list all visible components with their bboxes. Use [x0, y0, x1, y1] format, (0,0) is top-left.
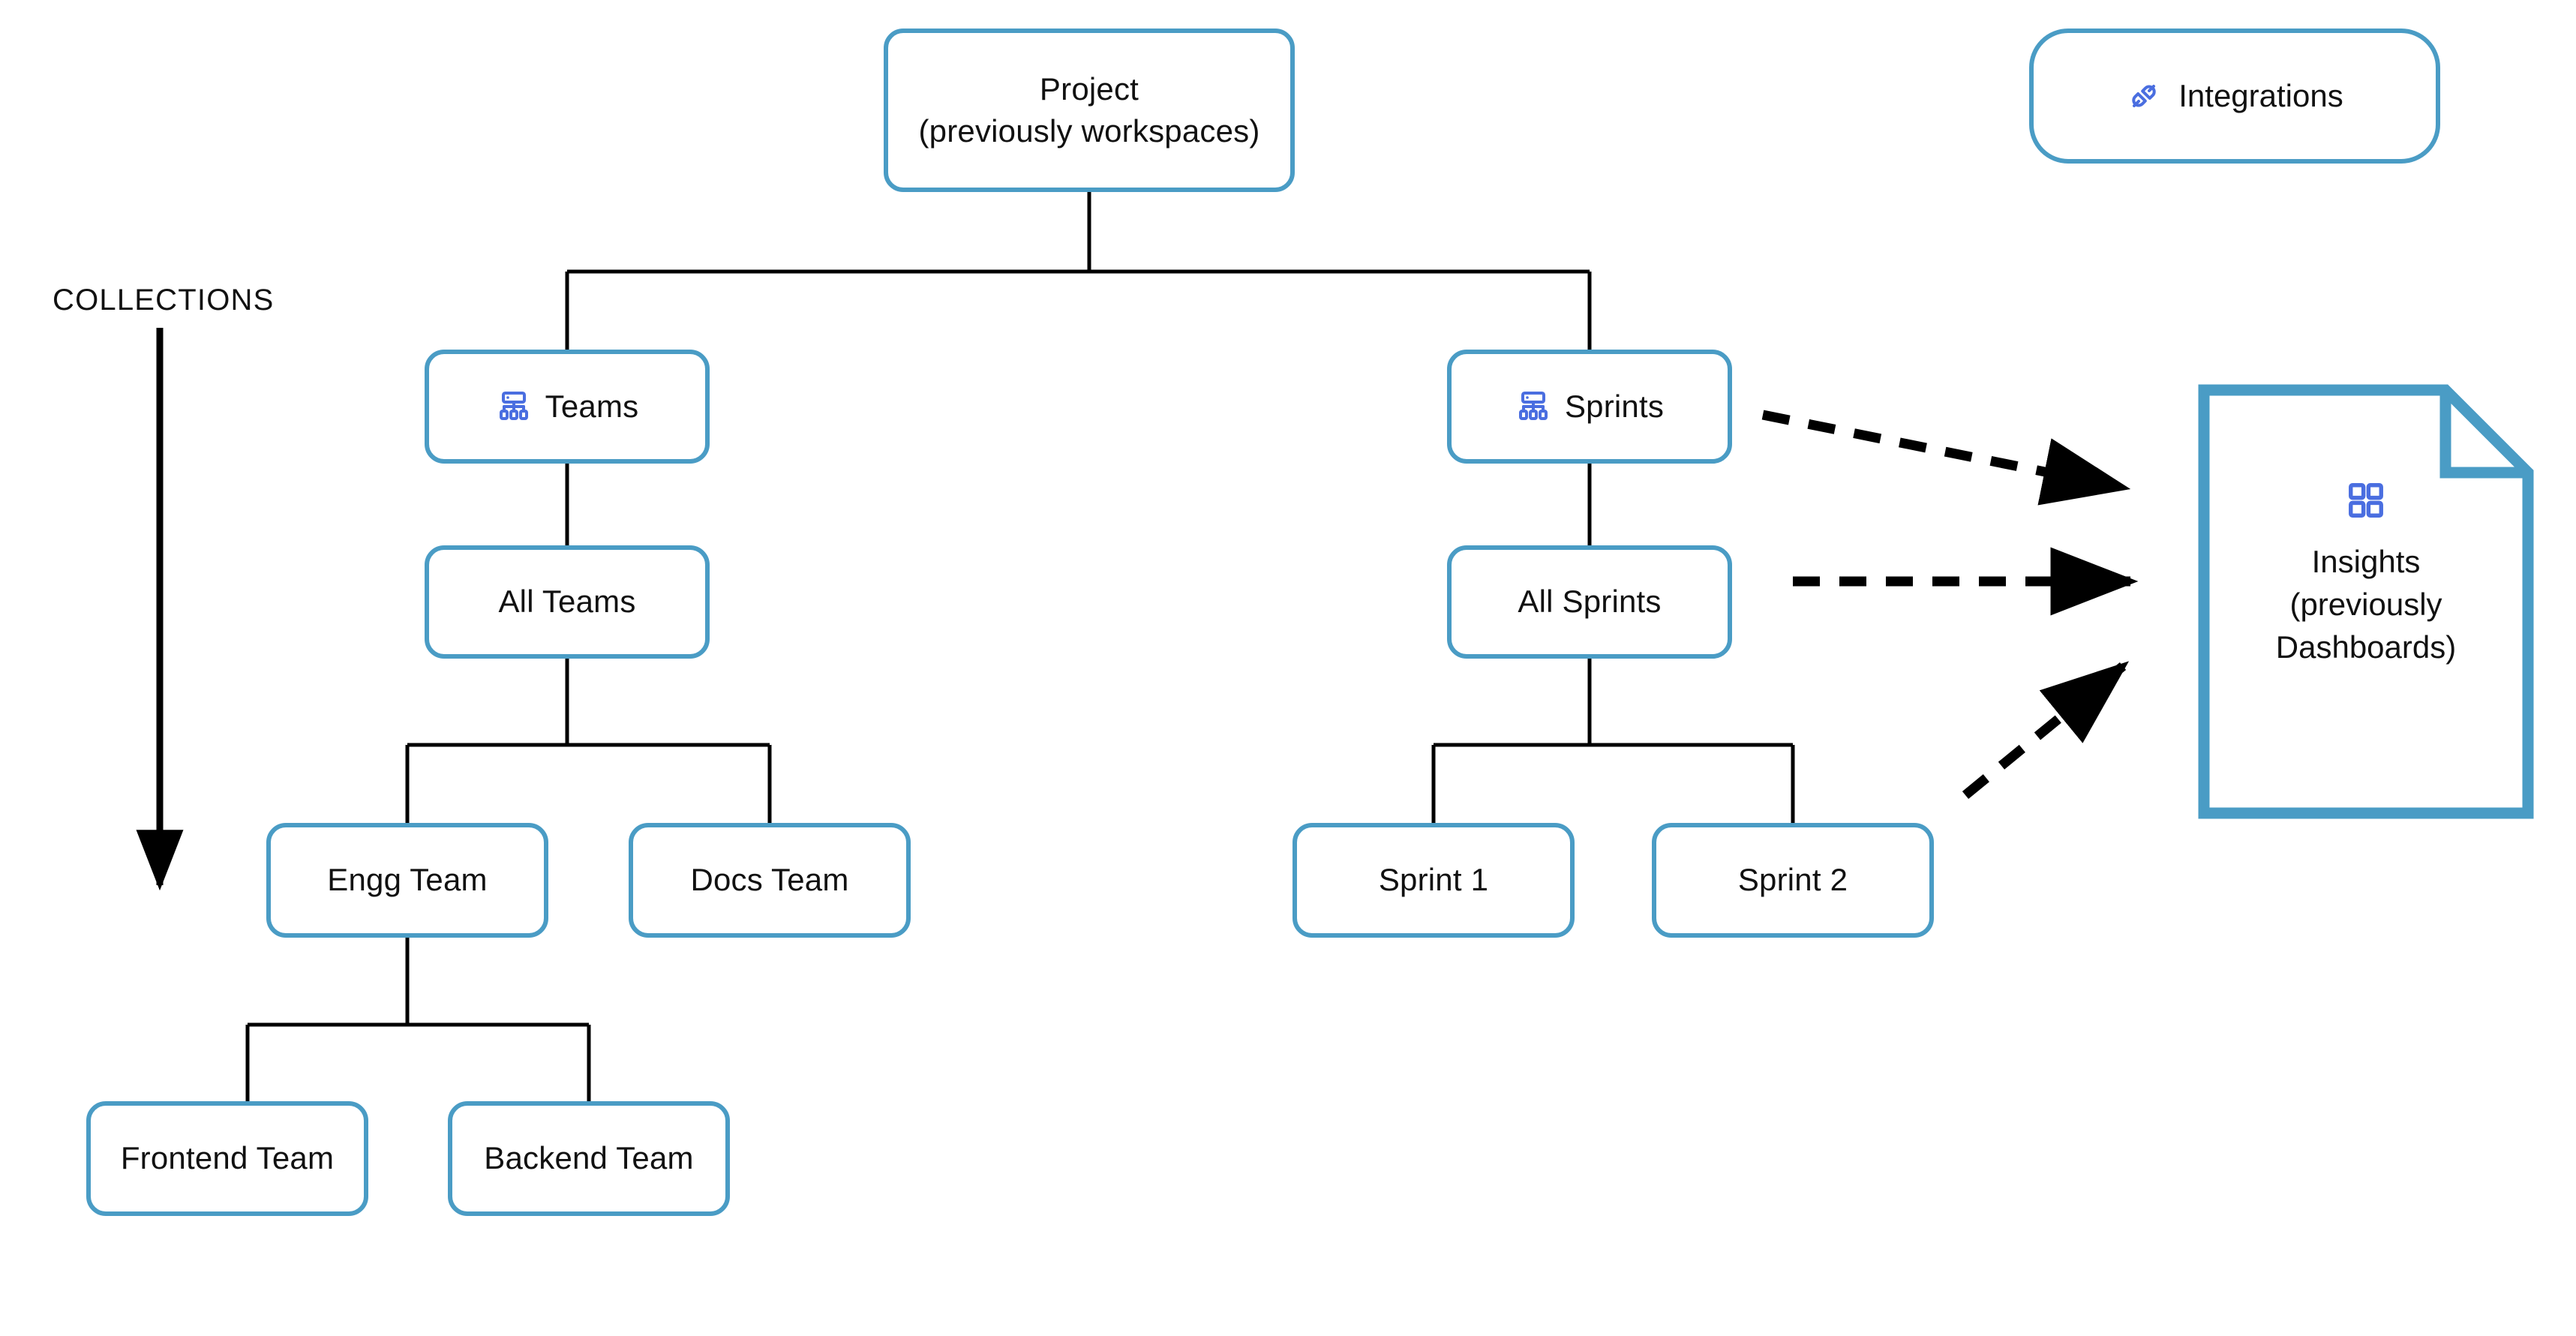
node-sprint-1[interactable]: Sprint 1 — [1293, 823, 1575, 938]
node-all-teams-label: All Teams — [498, 584, 636, 620]
node-all-sprints[interactable]: All Sprints — [1447, 545, 1732, 659]
node-sprint-2[interactable]: Sprint 2 — [1652, 823, 1934, 938]
node-sprints[interactable]: Sprints — [1447, 350, 1732, 464]
node-integrations-label: Integrations — [2178, 78, 2343, 113]
node-project[interactable]: Project (previously workspaces) — [884, 29, 1295, 192]
hierarchy-icon — [1515, 389, 1551, 425]
collections-caption: COLLECTIONS — [53, 284, 275, 317]
node-engg-team-label: Engg Team — [327, 862, 488, 898]
node-frontend-team-label: Frontend Team — [120, 1140, 335, 1176]
node-engg-team[interactable]: Engg Team — [266, 823, 548, 938]
hierarchy-icon — [496, 389, 532, 425]
node-all-sprints-label: All Sprints — [1518, 584, 1662, 620]
node-frontend-team[interactable]: Frontend Team — [86, 1101, 368, 1216]
node-sprint-1-label: Sprint 1 — [1378, 862, 1489, 898]
node-docs-team-label: Docs Team — [690, 862, 849, 898]
edge-sprints-to-insights — [1761, 410, 2131, 506]
node-project-label: Project (previously workspaces) — [918, 71, 1260, 149]
collections-caption-label: COLLECTIONS — [53, 284, 275, 317]
node-sprints-label: Sprints — [1564, 388, 1665, 424]
node-docs-team[interactable]: Docs Team — [629, 823, 911, 938]
node-backend-team[interactable]: Backend Team — [448, 1101, 730, 1216]
node-teams[interactable]: Teams — [425, 350, 710, 464]
edge-sprint2-to-insights — [1962, 661, 2130, 800]
node-integrations[interactable]: Integrations — [2029, 29, 2440, 164]
plug-connector-icon — [2126, 78, 2162, 114]
node-backend-team-label: Backend Team — [484, 1140, 694, 1176]
node-all-teams[interactable]: All Teams — [425, 545, 710, 659]
node-insights[interactable]: Insights (previously Dashboards) — [2198, 384, 2534, 819]
node-sprint-2-label: Sprint 2 — [1737, 862, 1848, 898]
node-teams-label: Teams — [545, 388, 639, 424]
